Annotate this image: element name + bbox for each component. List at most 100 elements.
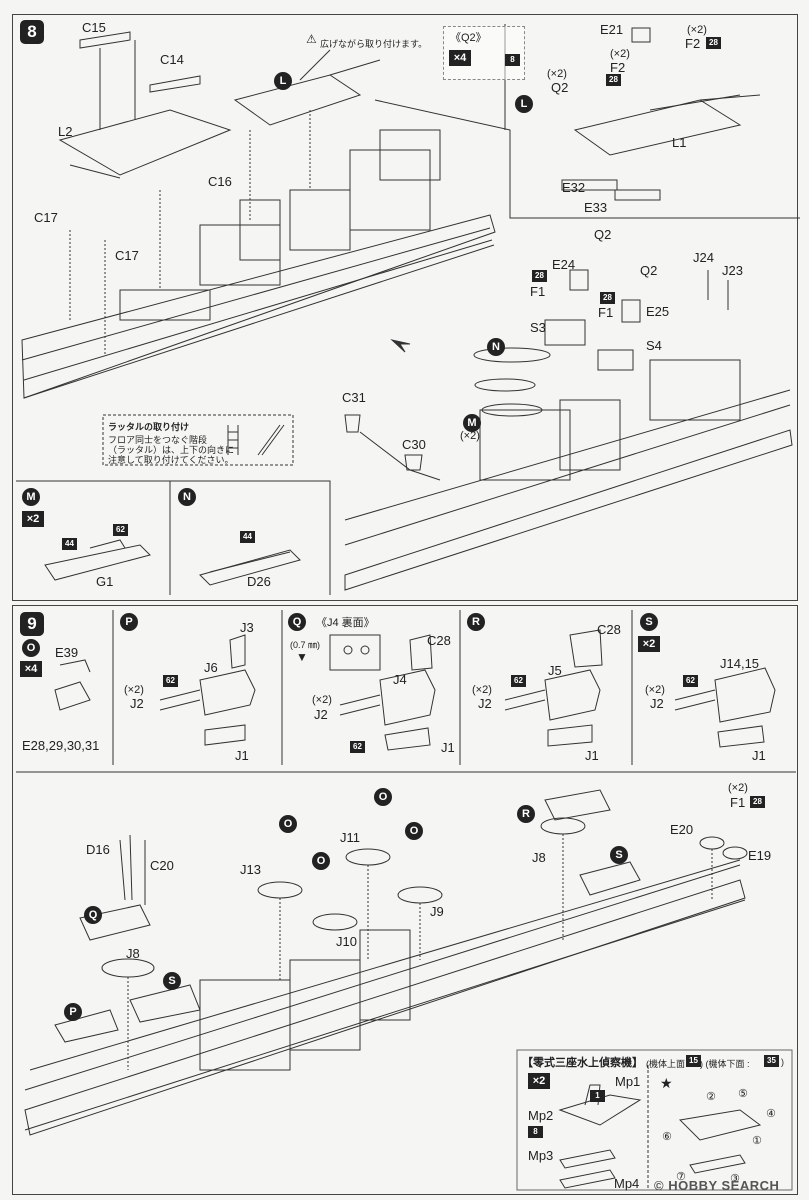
- label-e19: E19: [748, 848, 772, 863]
- q-header: 《J4 裏面》: [316, 617, 375, 629]
- q-drill-size: (0.7 ㎜): [290, 640, 321, 650]
- label-c16: C16: [208, 174, 232, 189]
- label-e21: E21: [600, 22, 624, 37]
- label-r-x2: (×2): [472, 684, 492, 696]
- circle-r-main: R: [517, 805, 535, 823]
- label-j11: J11: [340, 830, 360, 845]
- circle-p-main: P: [64, 1003, 82, 1021]
- label-e32: E32: [562, 180, 586, 195]
- label-f2-mid: F2: [610, 60, 626, 75]
- label-c31: C31: [342, 390, 366, 405]
- plane-title: 【零式三座水上偵察機】: [522, 1057, 643, 1069]
- o-multiplier: ×4: [20, 661, 42, 677]
- label-e28-31: E28,29,30,31: [22, 738, 100, 753]
- ladder-text-3: 注意して取り付けてください。: [108, 455, 234, 465]
- ladder-text-2: （ラッタル）は、上下の向きに: [108, 445, 235, 455]
- label-g1: G1: [96, 574, 114, 589]
- plane-bottom-paint-code: 35: [764, 1055, 779, 1067]
- f2-top-paint-code: 28: [706, 37, 721, 49]
- p-paint-code: 62: [163, 675, 178, 687]
- warning-icon: ⚠: [306, 32, 317, 46]
- q2-multiplier: ×4: [449, 50, 471, 66]
- circle-o: O: [22, 639, 40, 657]
- label-p-x2: (×2): [124, 684, 144, 696]
- label-c14: C14: [160, 52, 184, 67]
- label-mp1: Mp1: [615, 1074, 641, 1089]
- label-q-j1: J1: [441, 740, 455, 755]
- label-j10: J10: [336, 934, 357, 949]
- marking-6: ⑥: [662, 1131, 672, 1143]
- f1b-paint-code: 28: [600, 292, 615, 304]
- f1-paint-code: 28: [750, 796, 765, 808]
- label-mp2: Mp2: [528, 1108, 554, 1123]
- marking-1: ①: [752, 1135, 762, 1147]
- m-box-multiplier: ×2: [22, 511, 44, 527]
- circle-n: N: [487, 338, 505, 356]
- label-d26: D26: [247, 574, 271, 589]
- mp2-paint-code: 8: [528, 1126, 543, 1138]
- plane-bottom-note: ) (機体下面 :: [700, 1059, 750, 1069]
- label-j24: J24: [693, 250, 714, 265]
- label-j4: J4: [393, 672, 407, 687]
- label-s-j2: J2: [650, 696, 664, 711]
- f1a-paint-code: 28: [532, 270, 547, 282]
- label-q-x2: (×2): [312, 694, 332, 706]
- label-j9: J9: [430, 904, 444, 919]
- label-q2-a-x2: (×2): [547, 68, 567, 80]
- marking-5: ⑤: [738, 1088, 748, 1100]
- ladder-title: ラッタルの取り付け: [108, 422, 190, 432]
- label-e20: E20: [670, 822, 694, 837]
- label-f1-x2: (×2): [728, 782, 748, 794]
- label-m-x2: (×2): [460, 430, 480, 442]
- label-s-x2: (×2): [645, 684, 665, 696]
- warning-text: 広げながら取り付けます。: [320, 39, 428, 49]
- label-f2-mid-x2: (×2): [610, 48, 630, 60]
- label-f2-top: F2: [685, 36, 701, 51]
- circle-m: M: [463, 414, 481, 432]
- label-c30: C30: [402, 437, 426, 452]
- label-q2-c: Q2: [640, 263, 658, 278]
- label-j8b: J8: [532, 850, 546, 865]
- label-mp4: Mp4: [614, 1176, 640, 1191]
- label-c17a: C17: [34, 210, 58, 225]
- marking-2: ②: [706, 1091, 716, 1103]
- label-q2-a: Q2: [551, 80, 569, 95]
- label-e39: E39: [55, 645, 79, 660]
- label-j3: J3: [240, 620, 254, 635]
- label-j14-15: J14,15: [720, 656, 760, 671]
- marking-7: ⑦: [676, 1171, 686, 1183]
- circle-s-main-b: S: [610, 846, 628, 864]
- mp1-paint-code: 1: [590, 1090, 605, 1102]
- label-s4: S4: [646, 338, 662, 353]
- label-r-c28: C28: [597, 622, 621, 637]
- label-j8a: J8: [126, 946, 140, 961]
- step8-number: 8: [20, 20, 44, 44]
- r-paint-code: 62: [511, 675, 526, 687]
- label-q-j2: J2: [314, 707, 328, 722]
- s-multiplier: ×2: [638, 636, 660, 652]
- circle-q: Q: [288, 613, 306, 631]
- circle-p: P: [120, 613, 138, 631]
- label-j13: J13: [240, 862, 261, 877]
- label-d16: D16: [86, 842, 110, 857]
- circle-o-main-c: O: [312, 852, 330, 870]
- plane-top-paint-code: 15: [686, 1055, 701, 1067]
- circle-n-box: N: [178, 488, 196, 506]
- label-l2: L2: [58, 124, 73, 139]
- marking-4: ④: [766, 1108, 776, 1120]
- label-f1a: F1: [530, 284, 546, 299]
- s-paint-code: 62: [683, 675, 698, 687]
- q2-paint-code: 8: [505, 54, 520, 66]
- label-f1b: F1: [598, 305, 614, 320]
- plane-close-paren: ): [781, 1057, 784, 1067]
- label-c15: C15: [82, 20, 106, 35]
- q2-header: 《Q2》: [450, 32, 487, 44]
- step8-frame: [12, 14, 798, 601]
- circle-o-main-d: O: [405, 822, 423, 840]
- circle-l-right: L: [515, 95, 533, 113]
- label-mp3: Mp3: [528, 1148, 554, 1163]
- label-c20: C20: [150, 858, 174, 873]
- circle-s: S: [640, 613, 658, 631]
- label-c17b: C17: [115, 248, 139, 263]
